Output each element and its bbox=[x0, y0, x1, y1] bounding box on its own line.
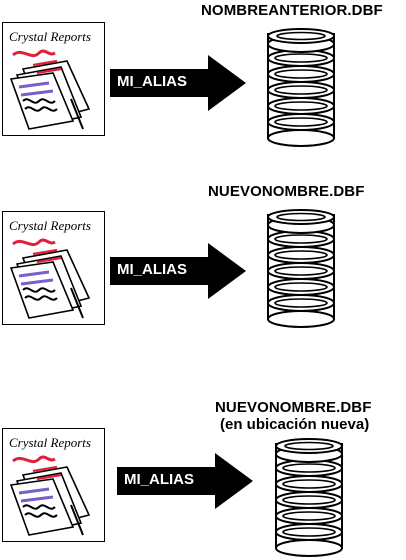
report-label: Crystal Reports bbox=[9, 29, 91, 44]
report-label: Crystal Reports bbox=[9, 218, 91, 233]
alias-label: MI_ALIAS bbox=[117, 73, 188, 90]
database-stack-icon bbox=[275, 438, 343, 557]
right-arrow-icon bbox=[110, 55, 246, 111]
report-document: Crystal Reports bbox=[2, 211, 105, 325]
crystal-reports-document-icon bbox=[9, 238, 91, 319]
database-stack-icon bbox=[267, 28, 335, 147]
crystal-reports-document-icon bbox=[9, 49, 91, 130]
alias-label: MI_ALIAS bbox=[124, 471, 195, 488]
crystal-reports-document-icon bbox=[9, 455, 91, 536]
report-document: Crystal Reports bbox=[2, 22, 105, 136]
database-name: NUEVONOMBRE.DBF bbox=[215, 399, 372, 416]
database-location-note: (en ubicación nueva) bbox=[220, 416, 370, 433]
right-arrow-icon bbox=[117, 453, 253, 509]
right-arrow-icon bbox=[110, 243, 246, 299]
alias-label: MI_ALIAS bbox=[117, 261, 188, 278]
database-name: NUEVONOMBRE.DBF bbox=[208, 183, 365, 200]
report-label: Crystal Reports bbox=[9, 435, 91, 450]
database-name: NOMBREANTERIOR.DBF bbox=[201, 2, 383, 19]
database-stack-icon bbox=[267, 209, 335, 328]
report-document: Crystal Reports bbox=[2, 428, 105, 542]
